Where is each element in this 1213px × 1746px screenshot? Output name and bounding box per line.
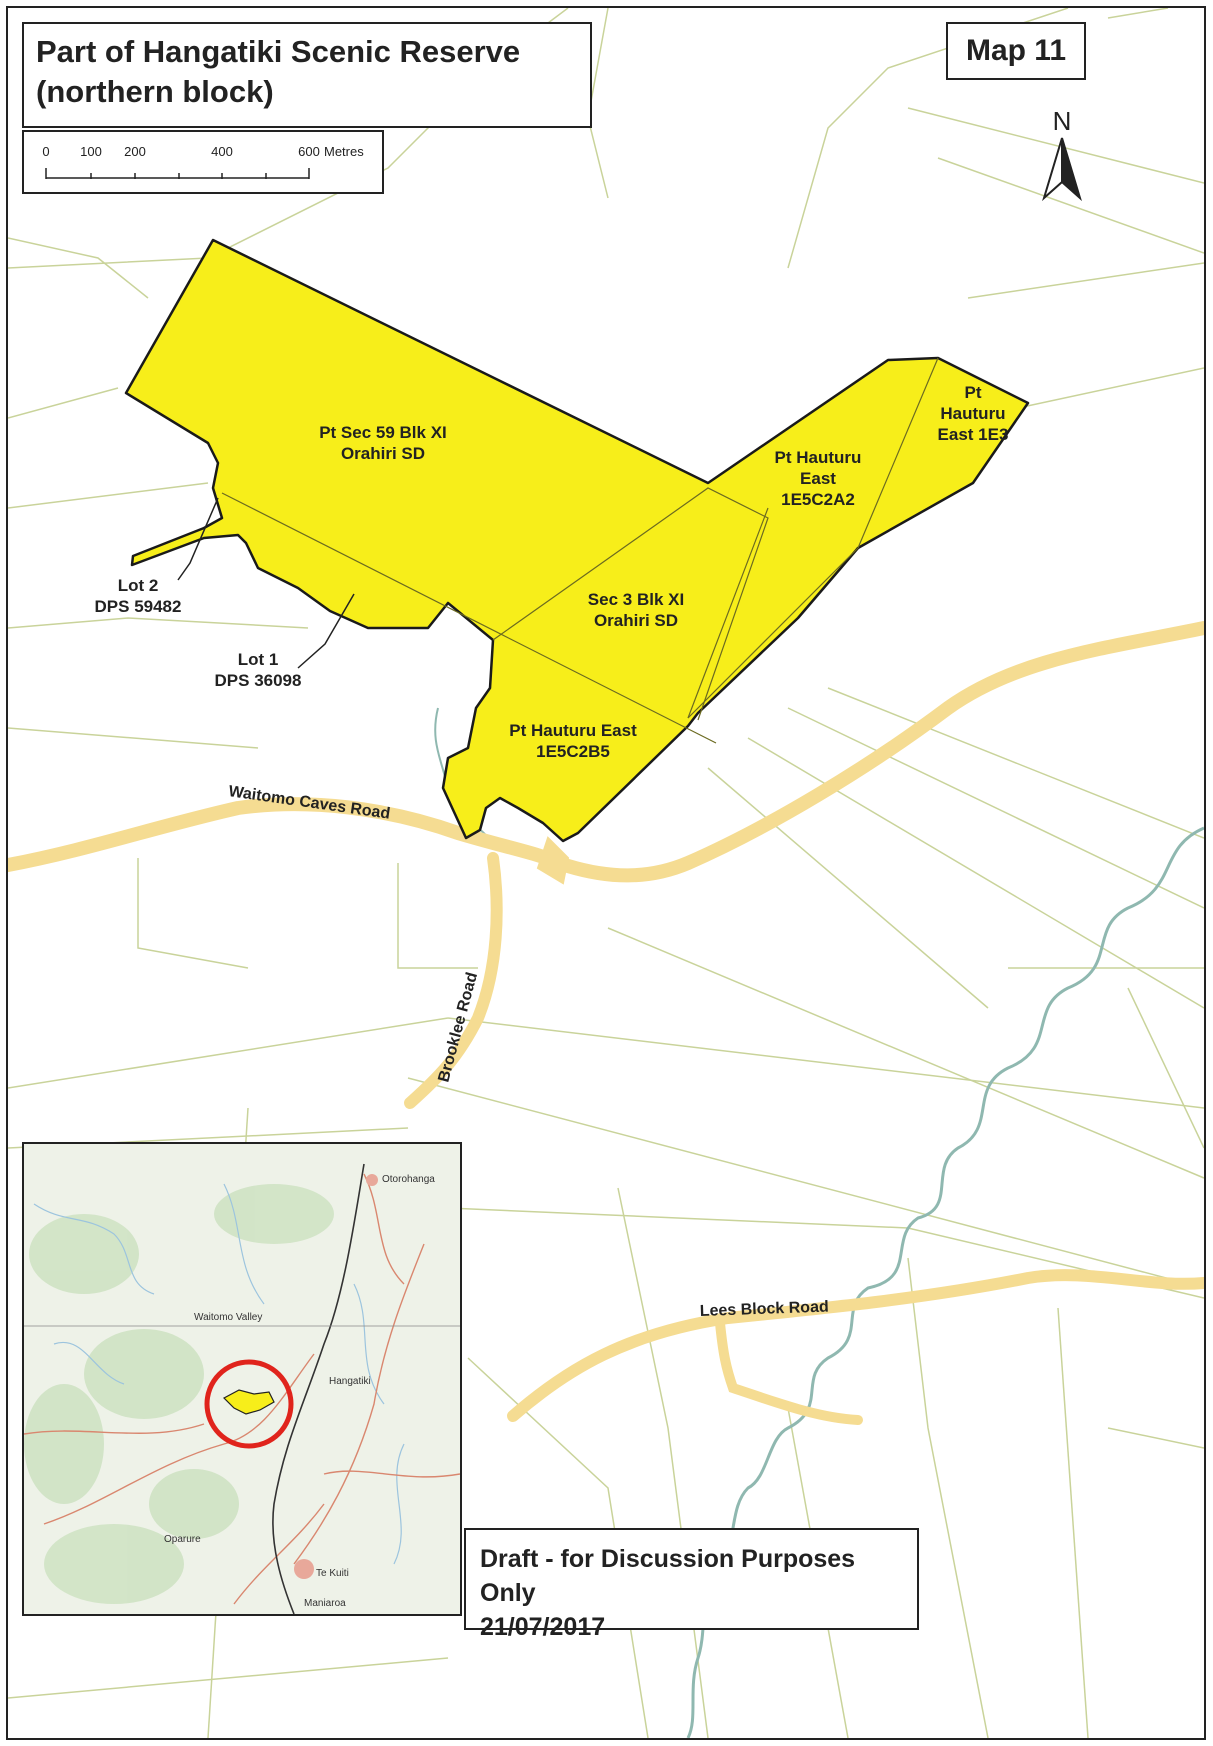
map-title-line-1: Part of Hangatiki Scenic Reserve <box>36 34 521 69</box>
inset-map-graphic: Te Kuiti Otorohanga Waitomo Valley Hanga… <box>24 1144 460 1614</box>
draft-notice: Draft - for Discussion Purposes Only 21/… <box>464 1528 919 1641</box>
inset-place: Otorohanga <box>382 1174 435 1185</box>
draft-date: 21/07/2017 <box>480 1613 606 1641</box>
draft-notice-text: Draft - for Discussion Purposes Only <box>480 1545 856 1607</box>
reserve-area <box>124 238 1030 843</box>
waitomo-caves-road <box>8 621 1204 883</box>
roads <box>8 621 1204 1425</box>
inset-place: Maniaroa <box>304 1598 346 1609</box>
scale-tick-label: 600 <box>298 144 320 159</box>
brooklee-road <box>404 852 503 1109</box>
inset-locator-map: Te Kuiti Otorohanga Waitomo Valley Hanga… <box>22 1142 462 1616</box>
north-label: N <box>1053 106 1072 136</box>
scale-tick-label: 400 <box>211 144 233 159</box>
scale-bar: 0 100 200 400 600 Metres <box>22 130 384 194</box>
scale-tick-label: 0 <box>42 144 49 159</box>
scale-tick-label: 100 <box>80 144 102 159</box>
road-junction <box>536 836 570 885</box>
leader-lines <box>177 497 355 669</box>
inset-place: Te Kuiti <box>316 1568 349 1579</box>
scale-bar-graphic: 0 100 200 400 600 Metres <box>42 144 364 179</box>
scale-unit: Metres <box>324 144 364 159</box>
lees-block-road-spur <box>715 1318 863 1425</box>
reserve-polygon <box>124 238 1030 843</box>
road-label-waitomo: Waitomo Caves Road <box>227 783 391 823</box>
inset-highlight-circle <box>204 1359 294 1449</box>
north-arrow-icon: N <box>1042 106 1082 202</box>
scale-tick-label: 200 <box>124 144 146 159</box>
inset-place: Hangatiki <box>329 1376 371 1387</box>
map-title: Part of Hangatiki Scenic Reserve (northe… <box>22 22 592 128</box>
lees-block-road <box>507 1269 1204 1422</box>
road-label-lees-block: Lees Block Road <box>700 1299 829 1320</box>
map-number: Map 11 <box>946 22 1086 80</box>
map-title-line-2: (northern block) <box>36 74 274 109</box>
inset-place: Waitomo Valley <box>194 1312 262 1323</box>
inset-place: Oparure <box>164 1534 201 1545</box>
